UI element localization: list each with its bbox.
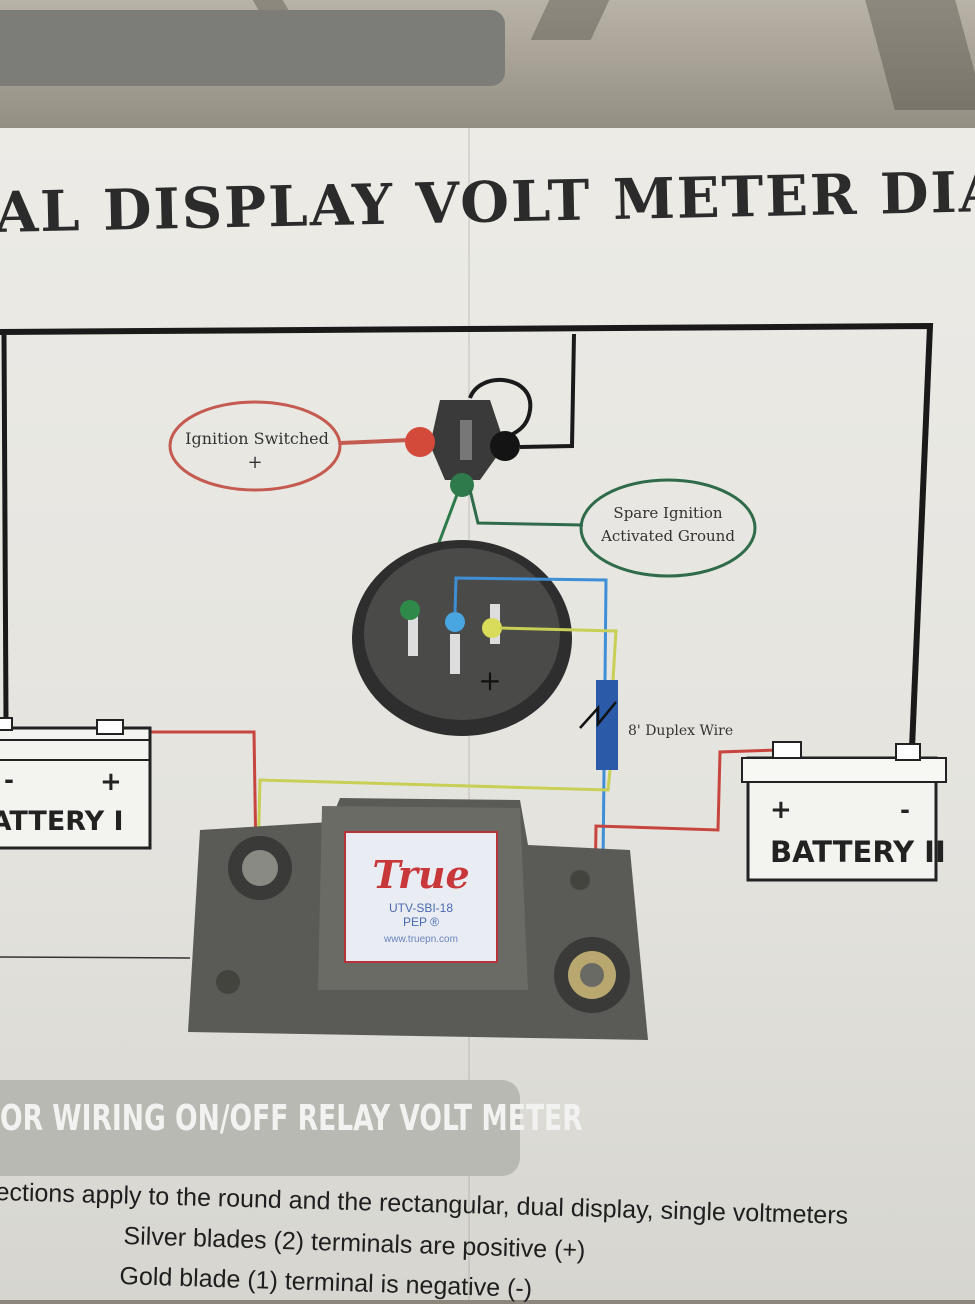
yellow-ground-wire	[256, 769, 612, 861]
meter-blade-mid	[450, 634, 460, 674]
spare-ignition-ring	[579, 478, 757, 578]
black-loop-wire	[468, 377, 533, 442]
battery-1-neg-post	[0, 717, 13, 731]
black-frame-wire	[0, 322, 934, 749]
duplex-wire-sleeve	[596, 680, 618, 770]
relay-terminal-right-nut	[580, 963, 604, 987]
ground-line-left	[0, 956, 191, 959]
battery-1-plus: +	[100, 767, 122, 797]
battery-2-plus: +	[770, 795, 792, 825]
relay-model: UTV-SBI-18	[389, 901, 453, 915]
relay-url: www.truepn.com	[383, 934, 458, 945]
battery-1-pos-post	[96, 719, 124, 735]
red-battery1-wire	[125, 730, 258, 861]
meter-blade-left	[408, 616, 418, 656]
battery-1-label: BATTERY I	[0, 806, 124, 837]
wire-break-symbol	[579, 701, 617, 729]
ignition-switched-ring	[168, 400, 342, 492]
spare-ground-wire	[468, 489, 584, 527]
battery-2-pos-post	[772, 741, 802, 759]
relay-brand: True	[372, 852, 469, 897]
ignition-switched-label: Ignition Switched	[185, 429, 329, 448]
ignition-plus-label: +	[247, 452, 262, 473]
section-banner	[0, 1080, 520, 1176]
voltmeter-face	[364, 548, 560, 720]
activated-ground-label: Activated Ground	[600, 527, 735, 545]
meter-yellow-dot	[482, 618, 502, 638]
battery-2-lid	[741, 757, 947, 783]
meter-green-dot	[400, 600, 420, 620]
section-banner-inner	[0, 10, 505, 86]
battery-1-minus: -	[4, 766, 14, 794]
red-terminal-dot	[405, 427, 435, 457]
relay-label-plate	[344, 831, 498, 963]
meter-blue-dot	[445, 612, 465, 632]
duplex-wire-label: 8' Duplex Wire	[628, 723, 733, 739]
ignition-red-wire	[339, 438, 411, 445]
black-left-wire	[1, 334, 9, 721]
meter-plus-mark: +	[478, 664, 501, 697]
yellow-wire-upper	[499, 626, 618, 681]
black-switch-wire	[519, 333, 576, 449]
spare-ignition-label: Spare Ignition	[613, 504, 722, 522]
relay-mount-hole	[216, 970, 240, 994]
section-banner-title: OR WIRING ON/OFF RELAY VOLT METER	[0, 1098, 583, 1139]
switch-blade	[460, 420, 472, 460]
battery-1	[0, 726, 152, 850]
relay-terminal-left-nut	[242, 850, 278, 886]
battery-2-neg-post	[895, 743, 921, 761]
battery-2-label: BATTERY II	[770, 835, 946, 869]
relay-mount-hole	[570, 870, 590, 890]
battery-1-lid	[0, 739, 151, 761]
battery-2-minus: -	[900, 796, 910, 824]
green-terminal-dot	[450, 473, 474, 497]
relay-code: PEP ®	[403, 915, 439, 929]
black-terminal-dot	[490, 431, 520, 461]
